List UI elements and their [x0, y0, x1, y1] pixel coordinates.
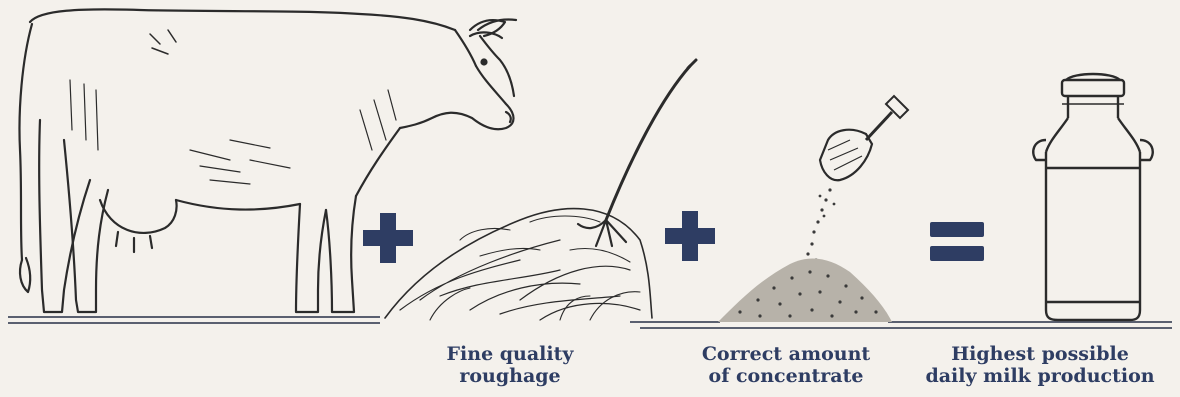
caption-concentrate-line2: of concentrate	[676, 365, 896, 387]
cow-illustration	[20, 9, 517, 312]
caption-milk-line1: Highest possible	[904, 343, 1176, 365]
caption-milk-line2: daily milk production	[904, 365, 1176, 387]
caption-roughage: Fine quality roughage	[430, 343, 590, 387]
plus-icon	[665, 211, 715, 261]
grain-scoop-illustration	[718, 96, 908, 322]
caption-roughage-line2: roughage	[430, 365, 590, 387]
hay-pile-illustration	[385, 60, 696, 320]
milk-can-illustration	[1033, 74, 1153, 320]
caption-concentrate-line1: Correct amount	[676, 343, 896, 365]
equals-icon	[930, 222, 984, 261]
caption-milk: Highest possible daily milk production	[904, 343, 1176, 387]
plus-icon	[363, 213, 413, 263]
caption-roughage-line1: Fine quality	[430, 343, 590, 365]
ground-line	[8, 317, 1172, 328]
caption-concentrate: Correct amount of concentrate	[676, 343, 896, 387]
